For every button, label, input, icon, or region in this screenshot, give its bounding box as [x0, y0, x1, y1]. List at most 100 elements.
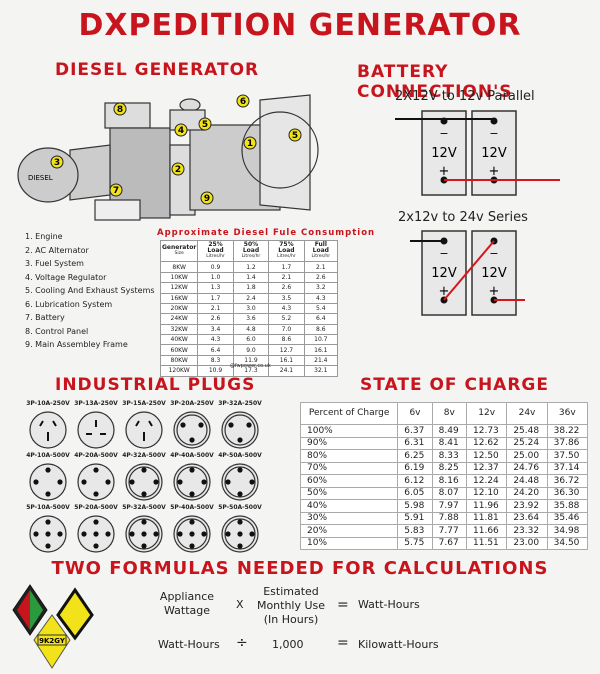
svg-text:12V: 12V [431, 146, 457, 161]
table-cell: 50% [299, 486, 399, 500]
table-cell: 20KW [159, 302, 199, 315]
table-cell: 6.4 [197, 344, 234, 356]
table-cell: 35.46 [546, 511, 589, 525]
plug-3p-10a-250v: 3P-10A-250V [24, 400, 72, 450]
table-cell: 20% [299, 524, 399, 538]
table-cell: 12.24 [466, 474, 508, 488]
table-cell: 16KW [159, 292, 199, 304]
plug-label: 5P-20A-500V [74, 504, 118, 511]
plug-5p-10a-500v: 5P-10A-500V [24, 504, 72, 554]
table-cell: 1.7 [197, 292, 234, 304]
plug-socket-icon [221, 411, 259, 449]
formula2-thousand: 1,000 [272, 638, 304, 651]
table-cell: 6.37 [397, 424, 433, 438]
plug-socket-icon [77, 463, 115, 501]
table-cell: 2.6 [197, 313, 234, 325]
part-marker: 7 [109, 183, 123, 197]
plug-socket-icon [173, 515, 211, 553]
header-label: 25% Load [207, 241, 224, 255]
plug-socket-icon [125, 515, 163, 553]
table-cell: 25.48 [506, 424, 548, 438]
table-cell: 2.1 [303, 261, 339, 273]
battery-connections-heading: BATTERY CONNECTION'S [357, 62, 513, 102]
table-cell: 60KW [159, 344, 199, 356]
table-cell: 35.88 [546, 499, 589, 513]
table-cell: 1.2 [232, 261, 270, 273]
table-cell: 8.41 [431, 436, 468, 450]
plug-4p-20a-500v: 4P-20A-500V [72, 452, 120, 502]
table-cell: 34.50 [546, 536, 589, 550]
svg-text:+: + [489, 164, 500, 179]
table-cell: 40KW [159, 333, 199, 346]
header-label: Full Load [312, 241, 329, 255]
table-cell: 12KW [159, 282, 199, 294]
table-cell: 34.98 [546, 524, 589, 538]
table-cell: 6.25 [397, 449, 433, 463]
svg-text:3: 3 [54, 158, 60, 168]
series-link-wire [443, 240, 495, 301]
svg-text:7: 7 [113, 186, 119, 196]
header-label: 75% Load [278, 241, 295, 255]
table-cell: 23.32 [506, 524, 548, 538]
table-cell: 12.10 [466, 486, 508, 500]
formula1-equals: = [337, 597, 349, 613]
table-cell: 23.92 [506, 499, 548, 513]
formula2-watt-hours: Watt-Hours [158, 638, 220, 651]
parallel-label: 2X12V to 12v Parallel [395, 89, 535, 104]
table-cell: 21.4 [303, 354, 339, 367]
part-marker: 6 [236, 94, 250, 108]
table-cell: 8.16 [431, 474, 468, 488]
plug-label: 4P-32A-500V [122, 452, 166, 459]
table-cell: 25.00 [506, 449, 548, 463]
table-cell: 12.37 [466, 461, 508, 475]
table-cell: 90% [299, 436, 399, 450]
plug-label: 4P-10A-500V [26, 452, 70, 459]
table-cell: 4.3 [268, 302, 305, 315]
formula1-monthly-use: Estimated Monthly Use (In Hours) [256, 585, 326, 626]
table-cell: 6.19 [397, 461, 433, 475]
logo-callsign: 9K2GY [39, 637, 66, 645]
table-cell: 6.0 [232, 333, 270, 346]
table-cell: 11.96 [466, 499, 508, 513]
table-cell: 24.1 [268, 365, 305, 377]
parts-list-item: 7. Battery [25, 313, 65, 322]
table-cell: 24.48 [506, 474, 548, 488]
formula1-result: Watt-Hours [358, 598, 420, 611]
plug-label: 3P-10A-250V [26, 400, 70, 407]
industrial-plugs-heading: INDUSTRIAL PLUGS [55, 375, 256, 395]
part-marker: 4 [174, 123, 188, 137]
table-cell: 3.4 [197, 323, 234, 336]
page-title: DXPEDITION GENERATOR [78, 8, 522, 43]
table-cell: 1.4 [232, 271, 270, 284]
plug-socket-icon [29, 411, 67, 449]
table-cell: 0.9 [197, 261, 234, 273]
svg-text:+: + [439, 164, 450, 179]
plug-5p-50a-500v: 5P-50A-500V [216, 504, 264, 554]
table-cell: 32KW [159, 323, 199, 336]
table-cell: 37.50 [546, 449, 589, 463]
svg-text:4: 4 [178, 126, 184, 136]
table-cell: 60% [299, 474, 399, 488]
plug-label: 5P-10A-500V [26, 504, 70, 511]
table-cell: 10.9 [197, 365, 234, 377]
table-cell: 8.25 [431, 461, 468, 475]
plug-4p-40a-500v: 4P-40A-500V [168, 452, 216, 502]
part-marker: 1 [243, 136, 257, 150]
table-cell: 4.8 [232, 323, 270, 336]
svg-text:−: − [489, 247, 498, 260]
table-cell: 70% [299, 461, 399, 475]
svg-text:6: 6 [240, 97, 246, 107]
part-marker: 5 [198, 117, 212, 131]
table-cell: 7.88 [431, 511, 468, 525]
